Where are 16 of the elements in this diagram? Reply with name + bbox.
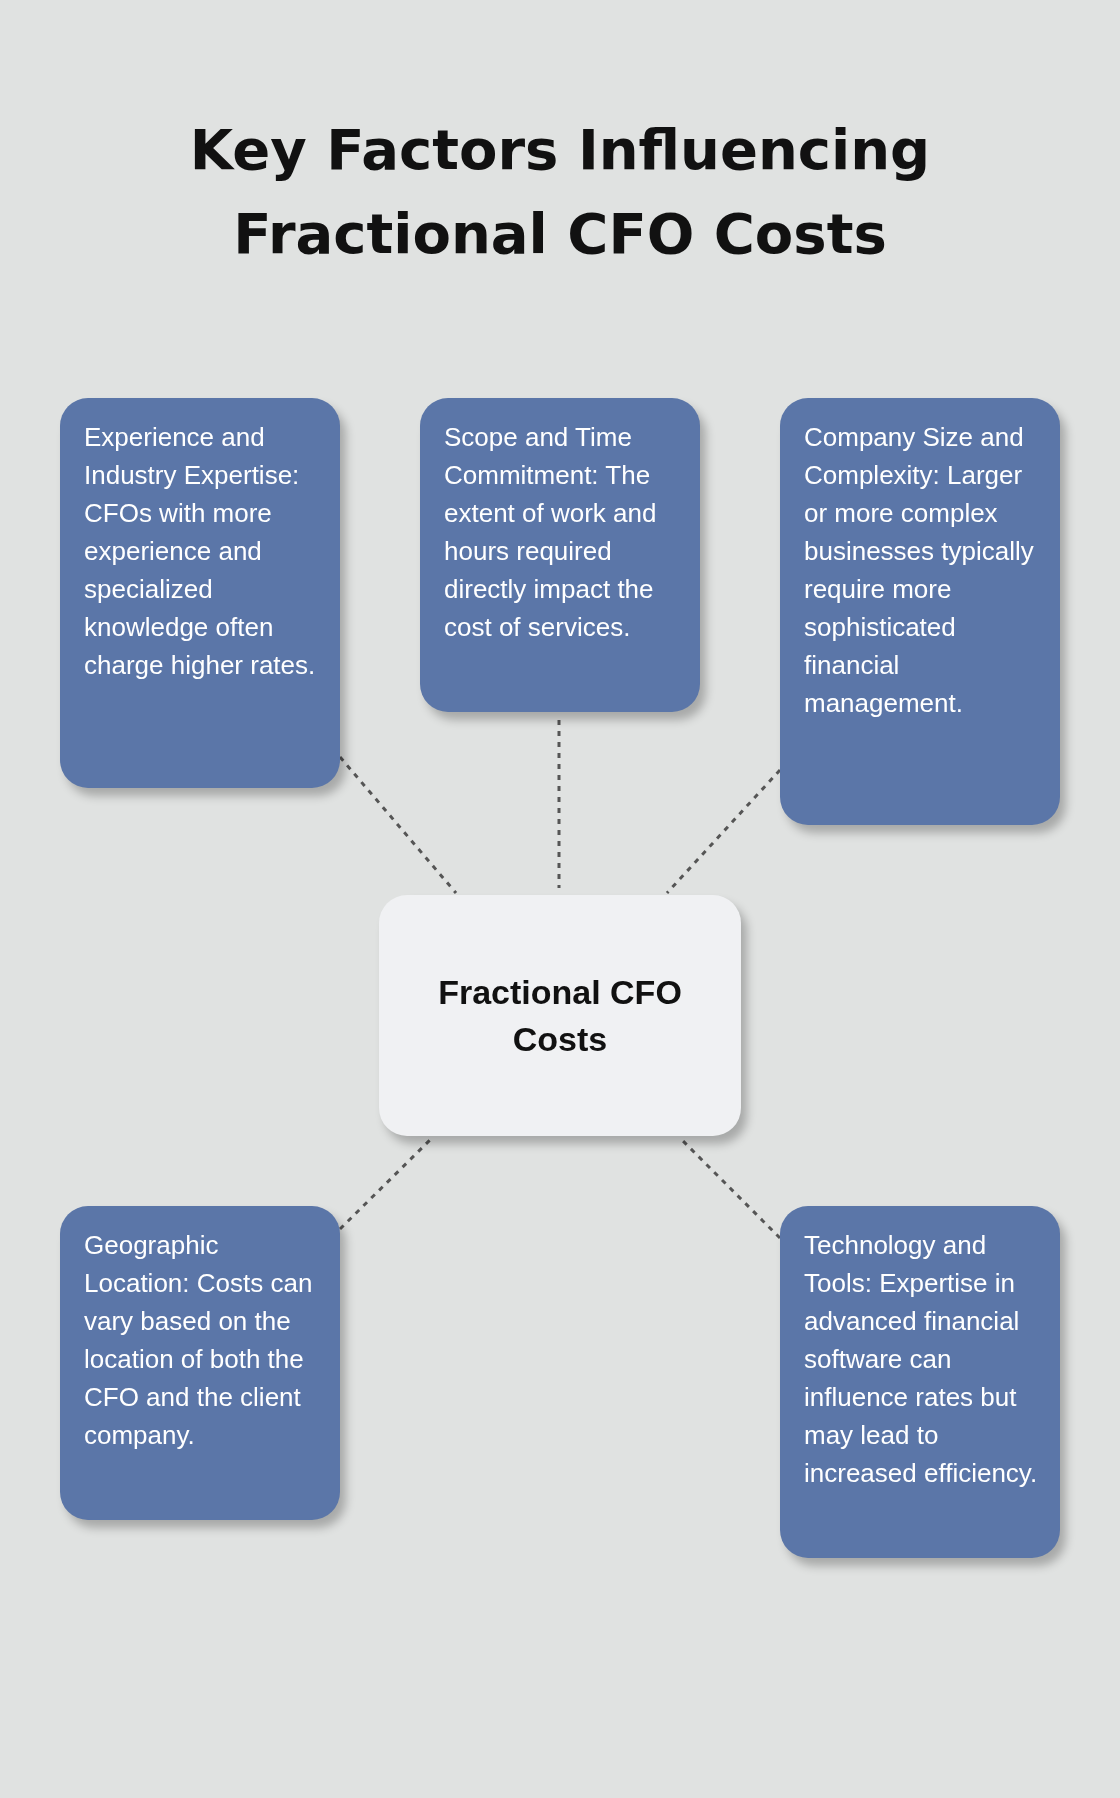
factor-box — [420, 398, 700, 712]
central-topic-box — [379, 895, 741, 1136]
topic-text: Fractional CFO Costs — [437, 971, 683, 1060]
factor-box — [780, 398, 1060, 825]
dashed-connector — [557, 720, 561, 888]
factor-text: Scope and Time Commitment: The extent of work and hours required directly impact the cost of services. — [444, 421, 658, 644]
factor-box — [780, 1206, 1060, 1558]
factor-text: Geographic Location: Costs can vary based on the location of both the CFO and the client company. — [84, 1229, 314, 1452]
title: Key Factors Influencing Fractional CFO Costs — [188, 116, 932, 268]
factor-box — [60, 1206, 340, 1520]
factor-text: Experience and Industry Expertise: CFOs with more experience and specialized knowledge often charge higher rates. — [84, 421, 317, 682]
factor-text: Technology and Tools: Expertise in advanced financial software can influence rates but may lead to increased efficiency. — [804, 1229, 1039, 1490]
dashed-connector — [665, 769, 782, 894]
dashed-connector — [338, 756, 458, 894]
factor-text: Company Size and Complexity: Larger or more complex businesses typically require more sophisticated financial management. — [804, 421, 1035, 720]
factor-box — [60, 398, 340, 788]
